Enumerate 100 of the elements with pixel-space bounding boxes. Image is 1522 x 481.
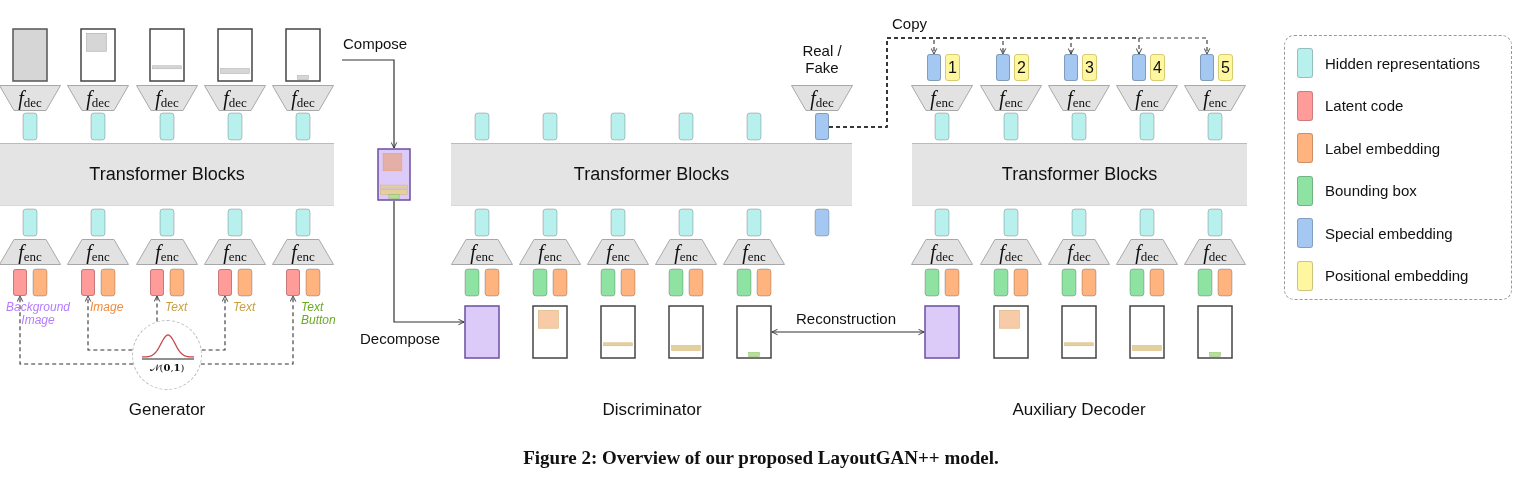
layout-thumbnail xyxy=(1129,305,1165,359)
block-title: Transformer Blocks xyxy=(573,164,730,185)
legend-label: Label embedding xyxy=(1325,139,1441,157)
function-trapezoid xyxy=(587,239,649,265)
function-label: f$_{dec}$ xyxy=(291,87,315,109)
special-embedding-token xyxy=(927,54,941,81)
function-label: f$_{dec}$ xyxy=(155,87,179,109)
latent-code-token xyxy=(150,269,164,296)
transformer-block xyxy=(0,143,334,206)
function-trapezoid xyxy=(980,239,1042,265)
element-type-label: Background Image xyxy=(4,301,71,328)
function-trapezoid xyxy=(136,85,198,111)
function-label: f$_{dec}$ xyxy=(1135,241,1159,263)
function-trapezoid xyxy=(1184,239,1246,265)
position-number: 1 xyxy=(945,54,960,81)
layout-thumbnail xyxy=(464,305,500,359)
function-trapezoid xyxy=(451,239,513,265)
function-trapezoid xyxy=(655,239,717,265)
connector xyxy=(16,295,134,365)
connector xyxy=(771,328,925,336)
function-label: f$_{enc}$ xyxy=(1203,87,1227,109)
function-label: f$_{dec}$ xyxy=(86,87,110,109)
function-trapezoid xyxy=(0,85,61,111)
function-label: f$_{dec}$ xyxy=(1067,241,1091,263)
special-embedding-token xyxy=(1064,54,1078,81)
special-embedding-token xyxy=(815,113,829,140)
latent-code-token xyxy=(81,269,95,296)
position-number: 3 xyxy=(1082,54,1097,81)
function-label: f$_{enc}$ xyxy=(86,241,110,263)
legend-label: Hidden representations xyxy=(1325,54,1481,72)
function-trapezoid xyxy=(1048,239,1110,265)
group-title: Generator xyxy=(128,401,206,420)
layout-thumbnail xyxy=(12,28,48,82)
output-label: Real / Fake xyxy=(801,43,843,76)
transformer-block xyxy=(912,143,1247,206)
function-label: f$_{enc}$ xyxy=(606,241,630,263)
function-label: f$_{enc}$ xyxy=(1067,87,1091,109)
layout-thumbnail xyxy=(1061,305,1097,359)
function-label: f$_{enc}$ xyxy=(999,87,1023,109)
layout-thumbnail xyxy=(217,28,253,82)
function-trapezoid xyxy=(1116,85,1178,111)
layout-thumbnail xyxy=(736,305,772,359)
function-trapezoid xyxy=(791,85,853,111)
layout-thumbnail xyxy=(1197,305,1233,359)
function-trapezoid xyxy=(911,85,973,111)
function-trapezoid xyxy=(1116,239,1178,265)
element-type-label: Text xyxy=(165,301,189,315)
function-label: f$_{enc}$ xyxy=(291,241,315,263)
position-number: 4 xyxy=(1150,54,1165,81)
connector xyxy=(828,37,1211,128)
function-label: f$_{enc}$ xyxy=(223,241,247,263)
block-title: Transformer Blocks xyxy=(89,164,245,185)
function-label: f$_{enc}$ xyxy=(18,241,42,263)
function-label: f$_{dec}$ xyxy=(223,87,247,109)
layout-thumbnail xyxy=(600,305,636,359)
special-embedding-token xyxy=(1132,54,1146,81)
position-number: 2 xyxy=(1014,54,1029,81)
layout-thumbnail xyxy=(285,28,321,82)
function-label: f$_{enc}$ xyxy=(1135,87,1159,109)
function-label: f$_{enc}$ xyxy=(930,87,954,109)
figure-caption: Figure 2: Overview of our proposed LayoutGAN++ model. xyxy=(523,448,999,469)
function-label: f$_{enc}$ xyxy=(674,241,698,263)
function-trapezoid xyxy=(67,239,129,265)
group-title: Discriminator xyxy=(602,401,702,420)
function-trapezoid xyxy=(0,239,61,265)
function-label: f$_{dec}$ xyxy=(1203,241,1227,263)
function-trapezoid xyxy=(519,239,581,265)
latent-code-token xyxy=(13,269,27,296)
function-label: f$_{dec}$ xyxy=(18,87,42,109)
function-trapezoid xyxy=(136,239,198,265)
connector xyxy=(153,295,161,322)
element-type-label: Image xyxy=(90,301,125,315)
function-trapezoid xyxy=(1184,85,1246,111)
block-title: Transformer Blocks xyxy=(1001,164,1158,185)
group-title: Auxiliary Decoder xyxy=(1012,401,1146,420)
special-embedding-token xyxy=(996,54,1010,81)
function-trapezoid xyxy=(204,239,266,265)
function-label: f$_{enc}$ xyxy=(470,241,494,263)
layout-thumbnail xyxy=(993,305,1029,359)
layout-thumbnail xyxy=(668,305,704,359)
legend-label: Bounding box xyxy=(1325,182,1417,199)
legend-label: Special embedding xyxy=(1325,224,1453,242)
function-trapezoid xyxy=(911,239,973,265)
function-trapezoid xyxy=(204,85,266,111)
edge-label: Decompose xyxy=(360,331,441,348)
element-type-label: Text Button xyxy=(301,301,337,328)
legend-label: Positional embedding xyxy=(1325,267,1469,284)
layout-thumbnail xyxy=(532,305,568,359)
function-trapezoid xyxy=(980,85,1042,111)
special-embedding-token xyxy=(1200,54,1214,81)
legend-label: Latent code xyxy=(1325,97,1404,114)
position-number: 5 xyxy=(1218,54,1233,81)
function-label: f$_{dec}$ xyxy=(930,241,954,263)
function-trapezoid xyxy=(67,85,129,111)
edge-label: Compose xyxy=(343,36,408,53)
layout-thumbnail xyxy=(377,148,411,201)
latent-code-token xyxy=(218,269,232,296)
function-trapezoid xyxy=(272,239,334,265)
layout-thumbnail xyxy=(149,28,185,82)
function-label: f$_{dec}$ xyxy=(999,241,1023,263)
